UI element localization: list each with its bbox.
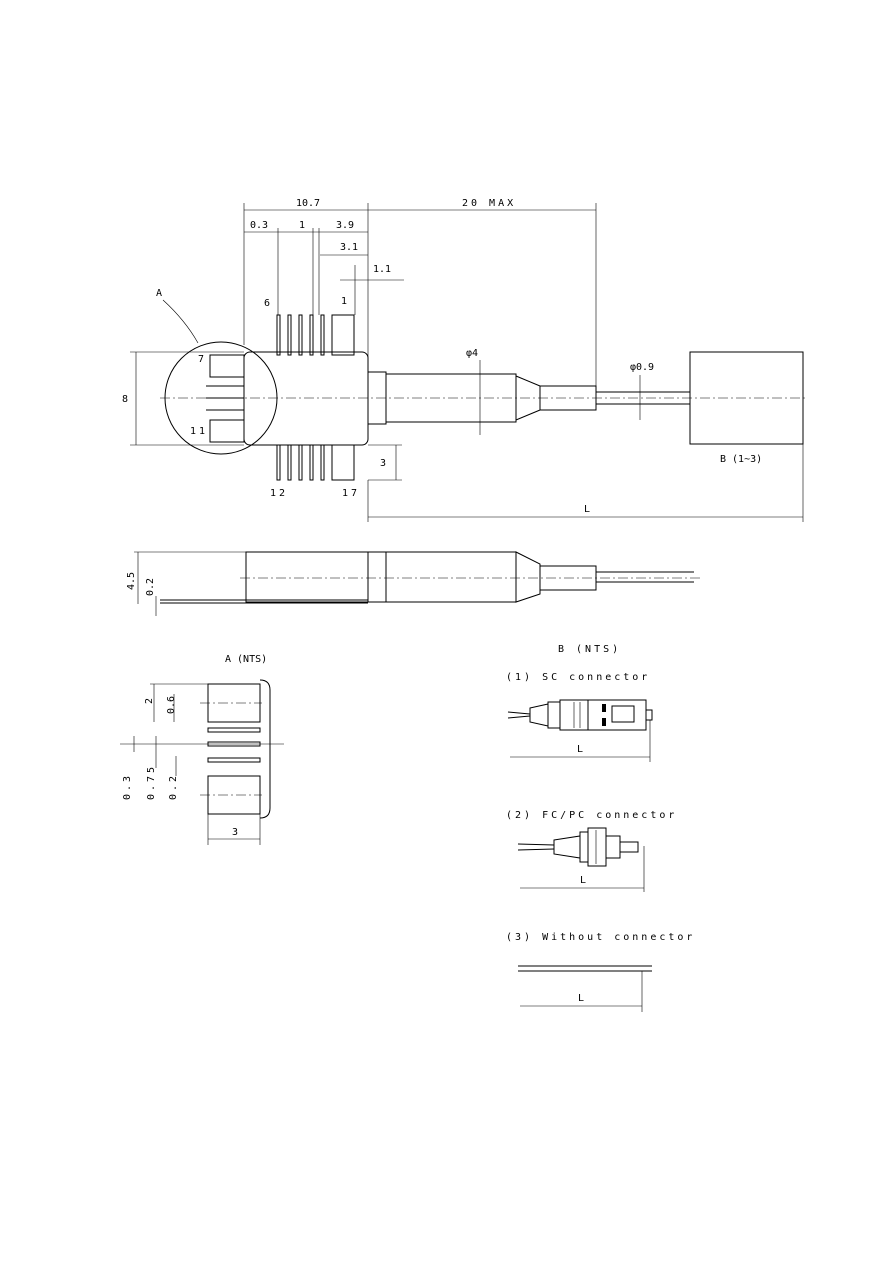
dim-pin-width: 1.1 [373,264,391,275]
dim-pin-pitch: 1 [299,220,305,231]
dim-lead-thickness: 0.2 [145,578,156,596]
lower-pins [276,444,355,481]
dim-a-075: 0.75 [146,764,157,800]
dim-pin-to-edge: 3.9 [336,220,354,231]
side-view: 4.5 0.2 [126,551,700,616]
pin-label-11: 11 [190,426,208,437]
detail-b-title: B (NTS) [558,644,621,655]
dim-a-03: 0.3 [122,773,133,800]
connector-ref: B (1~3) [720,454,762,465]
dim-pin-offset: 0.3 [250,220,268,231]
dim-fiber-dia: φ0.9 [630,362,654,373]
dim-body-height: 8 [122,394,128,405]
dim-pin-length: 3 [380,458,386,469]
bare-fiber: L [518,965,652,1012]
dim-total-length: L [584,504,590,515]
dim-side-height: 4.5 [126,572,137,590]
no-connector-label: (3) Without connector [506,932,695,943]
top-view: 10.7 20 MAX 0.3 1 3.9 3.1 1.1 6 1 [122,198,806,522]
pin-label-12: 12 [270,488,288,499]
fc-connector-label: (2) FC/PC connector [506,810,677,821]
fc-dim-l: L [580,875,586,886]
dim-tube-dia: φ4 [466,348,478,359]
pin-label-1: 1 [341,296,347,307]
detail-b: B (NTS) (1) SC connector L (2) FC/PC con… [506,644,695,1012]
dim-a-02: 0.2 [168,773,179,800]
dim-fiber-length: 20 MAX [462,198,516,209]
fc-connector: L [517,827,645,892]
detail-a-title: A (NTS) [225,654,267,665]
dim-a-2: 2 [144,698,155,704]
dim-a-06: 0.6 [166,696,177,714]
dim-pin-offset2: 3.1 [340,242,358,253]
sc-connector-label: (1) SC connector [506,672,650,683]
pin-label-7: 7 [198,354,204,365]
pin-label-17: 17 [342,488,360,499]
detail-ref-a: A [156,288,162,299]
sc-dim-l: L [577,744,583,755]
pin-label-6: 6 [264,298,270,309]
dim-overall-width: 10.7 [296,198,320,209]
detail-a: A (NTS) 2 0.6 0.3 0.75 0.2 3 [120,654,284,845]
bare-dim-l: L [578,993,584,1004]
sc-connector: L [507,699,653,762]
upper-pins [276,314,355,356]
package-body [243,351,369,446]
dim-a-3: 3 [232,827,238,838]
